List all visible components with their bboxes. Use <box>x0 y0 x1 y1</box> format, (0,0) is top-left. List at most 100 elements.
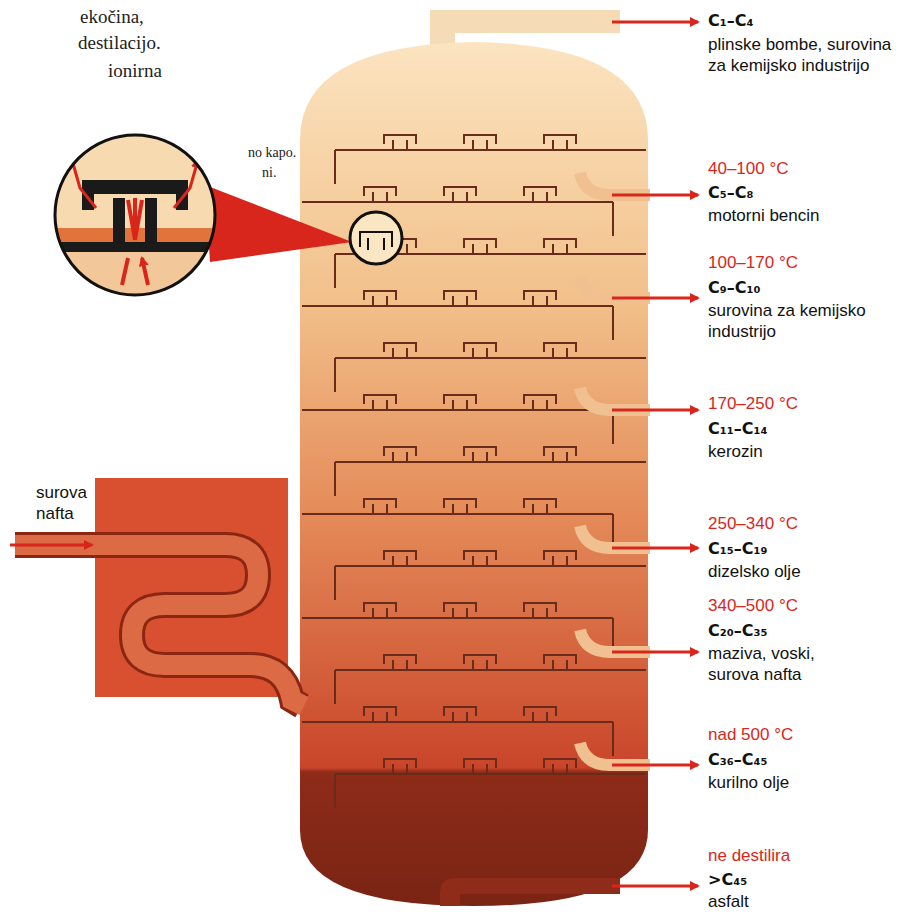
magnifier-leader <box>205 185 352 262</box>
feed-pipe <box>15 545 304 706</box>
bubble-cap <box>544 759 576 774</box>
tray <box>335 669 646 671</box>
bubble-cap <box>364 603 396 618</box>
top-pipe <box>430 10 620 48</box>
carbon-range: C₁–C₄ <box>708 10 754 31</box>
outlet-arrow <box>612 764 698 767</box>
bubble-cap <box>544 343 576 358</box>
bubble-cap <box>464 655 496 670</box>
downcomer <box>334 670 336 704</box>
bottom-pipe <box>440 878 620 906</box>
detail-circle <box>350 212 402 264</box>
outlet-pipe <box>580 743 650 765</box>
outlet-pipe <box>580 173 650 195</box>
detail-cap <box>360 232 392 250</box>
tray <box>302 513 613 515</box>
bubble-cap <box>384 655 416 670</box>
outlet-pipe <box>580 276 650 298</box>
bubble-cap <box>464 759 496 774</box>
carbon-range: C₁₅–C₁₉ <box>708 538 768 559</box>
bubble-cap <box>464 551 496 566</box>
bubble-cap <box>524 291 556 306</box>
feed-arrow <box>10 544 92 547</box>
outlet-pipe <box>580 630 650 652</box>
note-text: no kapo. <box>248 142 296 163</box>
product-use: kerozin <box>708 441 763 462</box>
outlet-arrow <box>612 651 698 654</box>
bubble-cap <box>544 447 576 462</box>
carbon-range: C₁₁–C₁₄ <box>708 418 768 439</box>
temperature-range: 100–170 °C <box>708 252 798 273</box>
bubble-cap <box>444 291 476 306</box>
note-text: ekočina, <box>80 6 144 27</box>
outlet-pipe <box>580 388 650 410</box>
bubble-cap <box>524 187 556 202</box>
bubble-cap <box>464 135 496 150</box>
bubble-cap <box>464 447 496 462</box>
tray <box>302 617 613 619</box>
outlet-arrow <box>612 409 698 412</box>
outlets <box>580 22 698 886</box>
outlet-arrow <box>612 547 698 550</box>
bubble-cap <box>444 395 476 410</box>
bubble-cap <box>524 499 556 514</box>
downcomer <box>334 358 336 392</box>
magnifier-rim <box>55 135 215 295</box>
bubble-cap <box>464 343 496 358</box>
carbon-range: >C₄₅ <box>708 869 747 890</box>
bubble-cap <box>464 239 496 254</box>
tray <box>335 461 646 463</box>
carbon-range: C₃₆–C₄₅ <box>708 749 768 770</box>
temperature-range: nad 500 °C <box>708 724 793 745</box>
bubble-cap <box>544 135 576 150</box>
outlet-arrow <box>612 885 698 888</box>
temperature-range: 40–100 °C <box>708 158 789 179</box>
bubble-cap <box>364 187 396 202</box>
tray <box>302 409 613 411</box>
bubble-cap <box>384 135 416 150</box>
bubble-cap <box>544 239 576 254</box>
bubble-cap <box>444 707 476 722</box>
bubble-cap <box>364 291 396 306</box>
bubble-cap <box>384 551 416 566</box>
product-use: dizelsko olje <box>708 561 801 582</box>
carbon-range: C₉–C₁₀ <box>708 277 761 298</box>
bubble-cap <box>544 551 576 566</box>
carbon-range: C₅–C₈ <box>708 182 754 203</box>
note-text: ionirna <box>108 60 162 81</box>
downcomer <box>334 566 336 600</box>
bubble-cap <box>364 707 396 722</box>
downcomer <box>334 254 336 288</box>
tray <box>302 305 613 307</box>
product-use: plinske bombe, surovina za kemijsko indu… <box>708 34 898 76</box>
outlet-pipe <box>580 526 650 548</box>
bubble-cap <box>524 603 556 618</box>
downcomer <box>334 774 336 808</box>
column-body <box>300 42 648 906</box>
bubble-cap <box>364 499 396 514</box>
tray <box>302 721 613 723</box>
tray <box>335 357 646 359</box>
temperature-range: 250–340 °C <box>708 513 798 534</box>
note-text: ni. <box>262 162 276 183</box>
temperature-range: 340–500 °C <box>708 595 798 616</box>
tray <box>335 565 646 567</box>
bubble-cap <box>444 187 476 202</box>
bubble-cap <box>384 447 416 462</box>
bubble-cap <box>524 395 556 410</box>
product-use: kurilno olje <box>708 772 789 793</box>
tray <box>302 201 613 203</box>
carbon-range: C₂₀–C₃₅ <box>708 620 768 641</box>
downcomer <box>612 306 614 340</box>
product-use: maziva, voski, surova nafta <box>708 643 843 685</box>
downcomer <box>334 462 336 496</box>
trays <box>302 135 646 808</box>
outlet-arrow <box>612 297 698 300</box>
temperature-range: 170–250 °C <box>708 393 798 414</box>
outlet-arrow <box>612 194 698 197</box>
bubble-cap <box>444 603 476 618</box>
magnifier <box>50 130 220 312</box>
product-use: motorni bencin <box>708 205 820 226</box>
bubble-cap <box>364 395 396 410</box>
downcomer <box>612 722 614 756</box>
